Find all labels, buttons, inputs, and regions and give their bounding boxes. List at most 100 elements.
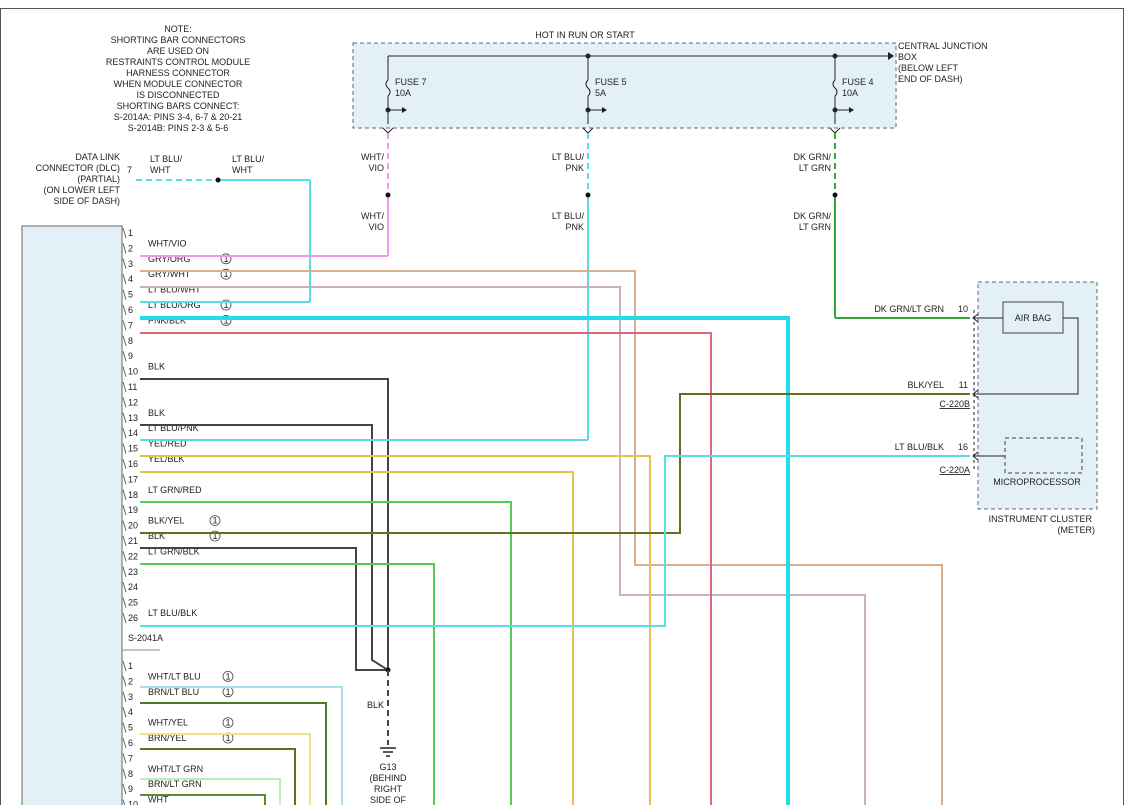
connector-a-pin-wire-label: LT BLU/ORG — [148, 300, 201, 310]
wire-label: LT BLU/ — [552, 211, 585, 221]
connector-a-pin-tick — [122, 366, 127, 377]
connector-a-pin-tick — [122, 412, 127, 423]
connector-a-pin-wire-label: BLK/YEL — [148, 516, 185, 526]
connector-a-pin-number: 5 — [128, 290, 133, 300]
note-line: SHORTING BAR CONNECTORS — [111, 35, 246, 45]
wire-label: WHT/ — [361, 211, 384, 221]
central-junction-box — [352, 42, 897, 129]
wire-label: DK GRN/ — [793, 152, 831, 162]
note-block: NOTE: SHORTING BAR CONNECTORS ARE USED O… — [106, 24, 250, 133]
connector-a-pin-tick — [122, 274, 127, 285]
wire-label: WHT/ — [361, 152, 384, 162]
connector-a-pin-tick — [122, 227, 127, 239]
connector-a-pin-tick — [122, 304, 127, 316]
connector-a-pin-number: 2 — [128, 243, 133, 253]
connector-b-pin-wire-label: BRN/YEL — [148, 733, 187, 743]
air-bag-label: AIR BAG — [1015, 313, 1052, 323]
wire-label: LT BLU/ — [552, 152, 585, 162]
cluster-pin-number: 16 — [958, 442, 968, 452]
connector-a-pin-tick — [122, 397, 127, 408]
connector-a-pin-wire-label: LT BLU/PNK — [148, 423, 199, 433]
hot-in-run-label: HOT IN RUN OR START — [535, 30, 635, 40]
cjb-label: CENTRAL JUNCTION BOX (BELOW LEFT END OF … — [898, 41, 988, 84]
shorting-bar-number: 1 — [223, 300, 228, 310]
connector-a-pin-tick — [122, 535, 127, 547]
connector-a-pin-number: 16 — [128, 459, 138, 469]
shorting-bar-number: 1 — [225, 671, 230, 681]
shorting-bar-icon — [209, 515, 221, 526]
fuse-5-rating: 5A — [595, 88, 606, 98]
connector-a-pin-number: 11 — [128, 382, 137, 392]
connector-b-pin-number: 3 — [128, 692, 133, 702]
connector-b-pin-tick — [122, 660, 127, 672]
dlc-wire-label: LT BLU/ — [150, 154, 183, 164]
note-line: NOTE: — [164, 24, 192, 34]
connector-b-pin-tick — [122, 722, 127, 733]
fuse-7-name: FUSE 7 — [395, 77, 427, 87]
ground-wire-label: BLK — [367, 700, 384, 710]
connector-a-pin-tick — [122, 243, 127, 254]
connector-a-pin-tick — [122, 335, 127, 346]
dlc-wire — [136, 179, 311, 302]
dlc-wire-label: LT BLU/ — [232, 154, 265, 164]
connector-b-pin-tick — [122, 753, 127, 764]
connector-a-pin-number: 13 — [128, 413, 138, 423]
connector-a-pin-number: 22 — [128, 551, 138, 561]
shorting-bar-number: 1 — [225, 718, 230, 728]
connector-a-pin-number: 15 — [128, 444, 138, 454]
shorting-bar-number: 1 — [212, 516, 217, 526]
cjb-label-line: CENTRAL JUNCTION — [898, 41, 988, 51]
shorting-bar-number: 1 — [225, 733, 230, 743]
connector-a-pin-tick — [122, 612, 127, 624]
shorting-bar-icon — [222, 671, 234, 682]
wire-runs — [140, 255, 970, 805]
shorting-bar-number: 1 — [212, 531, 217, 541]
note-line: HARNESS CONNECTOR — [126, 68, 230, 78]
connector-b-pin-number: 6 — [128, 738, 133, 748]
shorting-bar-icon — [209, 530, 221, 542]
connector-b-pin-tick — [122, 768, 127, 779]
note-line: ARE USED ON — [147, 46, 209, 56]
dlc-pin: 7 — [127, 165, 132, 175]
cjb-label-line: (BELOW LEFT — [898, 63, 959, 73]
microprocessor-box — [1004, 437, 1083, 474]
connector-a-pin-tick — [122, 443, 127, 454]
splice-dot — [215, 177, 221, 183]
wire-label: PNK — [565, 163, 584, 173]
note-line: IS DISCONNECTED — [136, 90, 220, 100]
shorting-bar-icon — [222, 717, 234, 728]
connector-a-pin-wire-label: LT BLU/BLK — [148, 608, 197, 618]
connector-b-pin-number: 8 — [128, 769, 133, 779]
connector-b-pin-tick — [122, 691, 127, 702]
connector-a-pin-number: 23 — [128, 567, 138, 577]
cluster-label-line: (METER) — [1058, 525, 1096, 535]
connector-a-pin-tick — [122, 520, 127, 531]
ground-label-line: RIGHT — [374, 784, 403, 794]
connector-a-pin-number: 8 — [128, 336, 133, 346]
connector-a-pin-wire-label: LT GRN/RED — [148, 485, 202, 495]
connector-b-pin-number: 5 — [128, 723, 133, 733]
connector-b-pin-number: 9 — [128, 784, 133, 794]
connector-a-pin-number: 17 — [128, 474, 138, 484]
dlc-label-line: DATA LINK — [75, 152, 120, 162]
shorting-bar-icon — [220, 268, 232, 280]
connector-a-pin-number: 9 — [128, 351, 133, 361]
connector-a-pin-number: 18 — [128, 490, 138, 500]
cjb-label-line: END OF DASH) — [898, 74, 963, 84]
note-line: RESTRAINTS CONTROL MODULE — [106, 57, 250, 67]
connector-b-pin-number: 4 — [128, 707, 133, 717]
dlc-label-line: CONNECTOR (DLC) — [36, 163, 120, 173]
ground-label-line: G13 — [379, 762, 396, 772]
dlc-label: DATA LINK CONNECTOR (DLC) (PARTIAL) (ON … — [36, 152, 121, 206]
connector-b-pin-number: 2 — [128, 676, 133, 686]
connector-a-pin-wire-label: BLK — [148, 531, 165, 541]
diagram-frame — [0, 8, 1124, 805]
note-line: SHORTING BARS CONNECT: — [117, 101, 240, 111]
dlc-label-line: (ON LOWER LEFT — [43, 185, 120, 195]
connector-a-pin-wire-label: YEL/RED — [148, 439, 187, 449]
shorting-bar-number: 1 — [225, 687, 230, 697]
note-line: S-2014B: PINS 2-3 & 5-6 — [128, 123, 229, 133]
connector-a-pin-tick — [122, 505, 127, 516]
